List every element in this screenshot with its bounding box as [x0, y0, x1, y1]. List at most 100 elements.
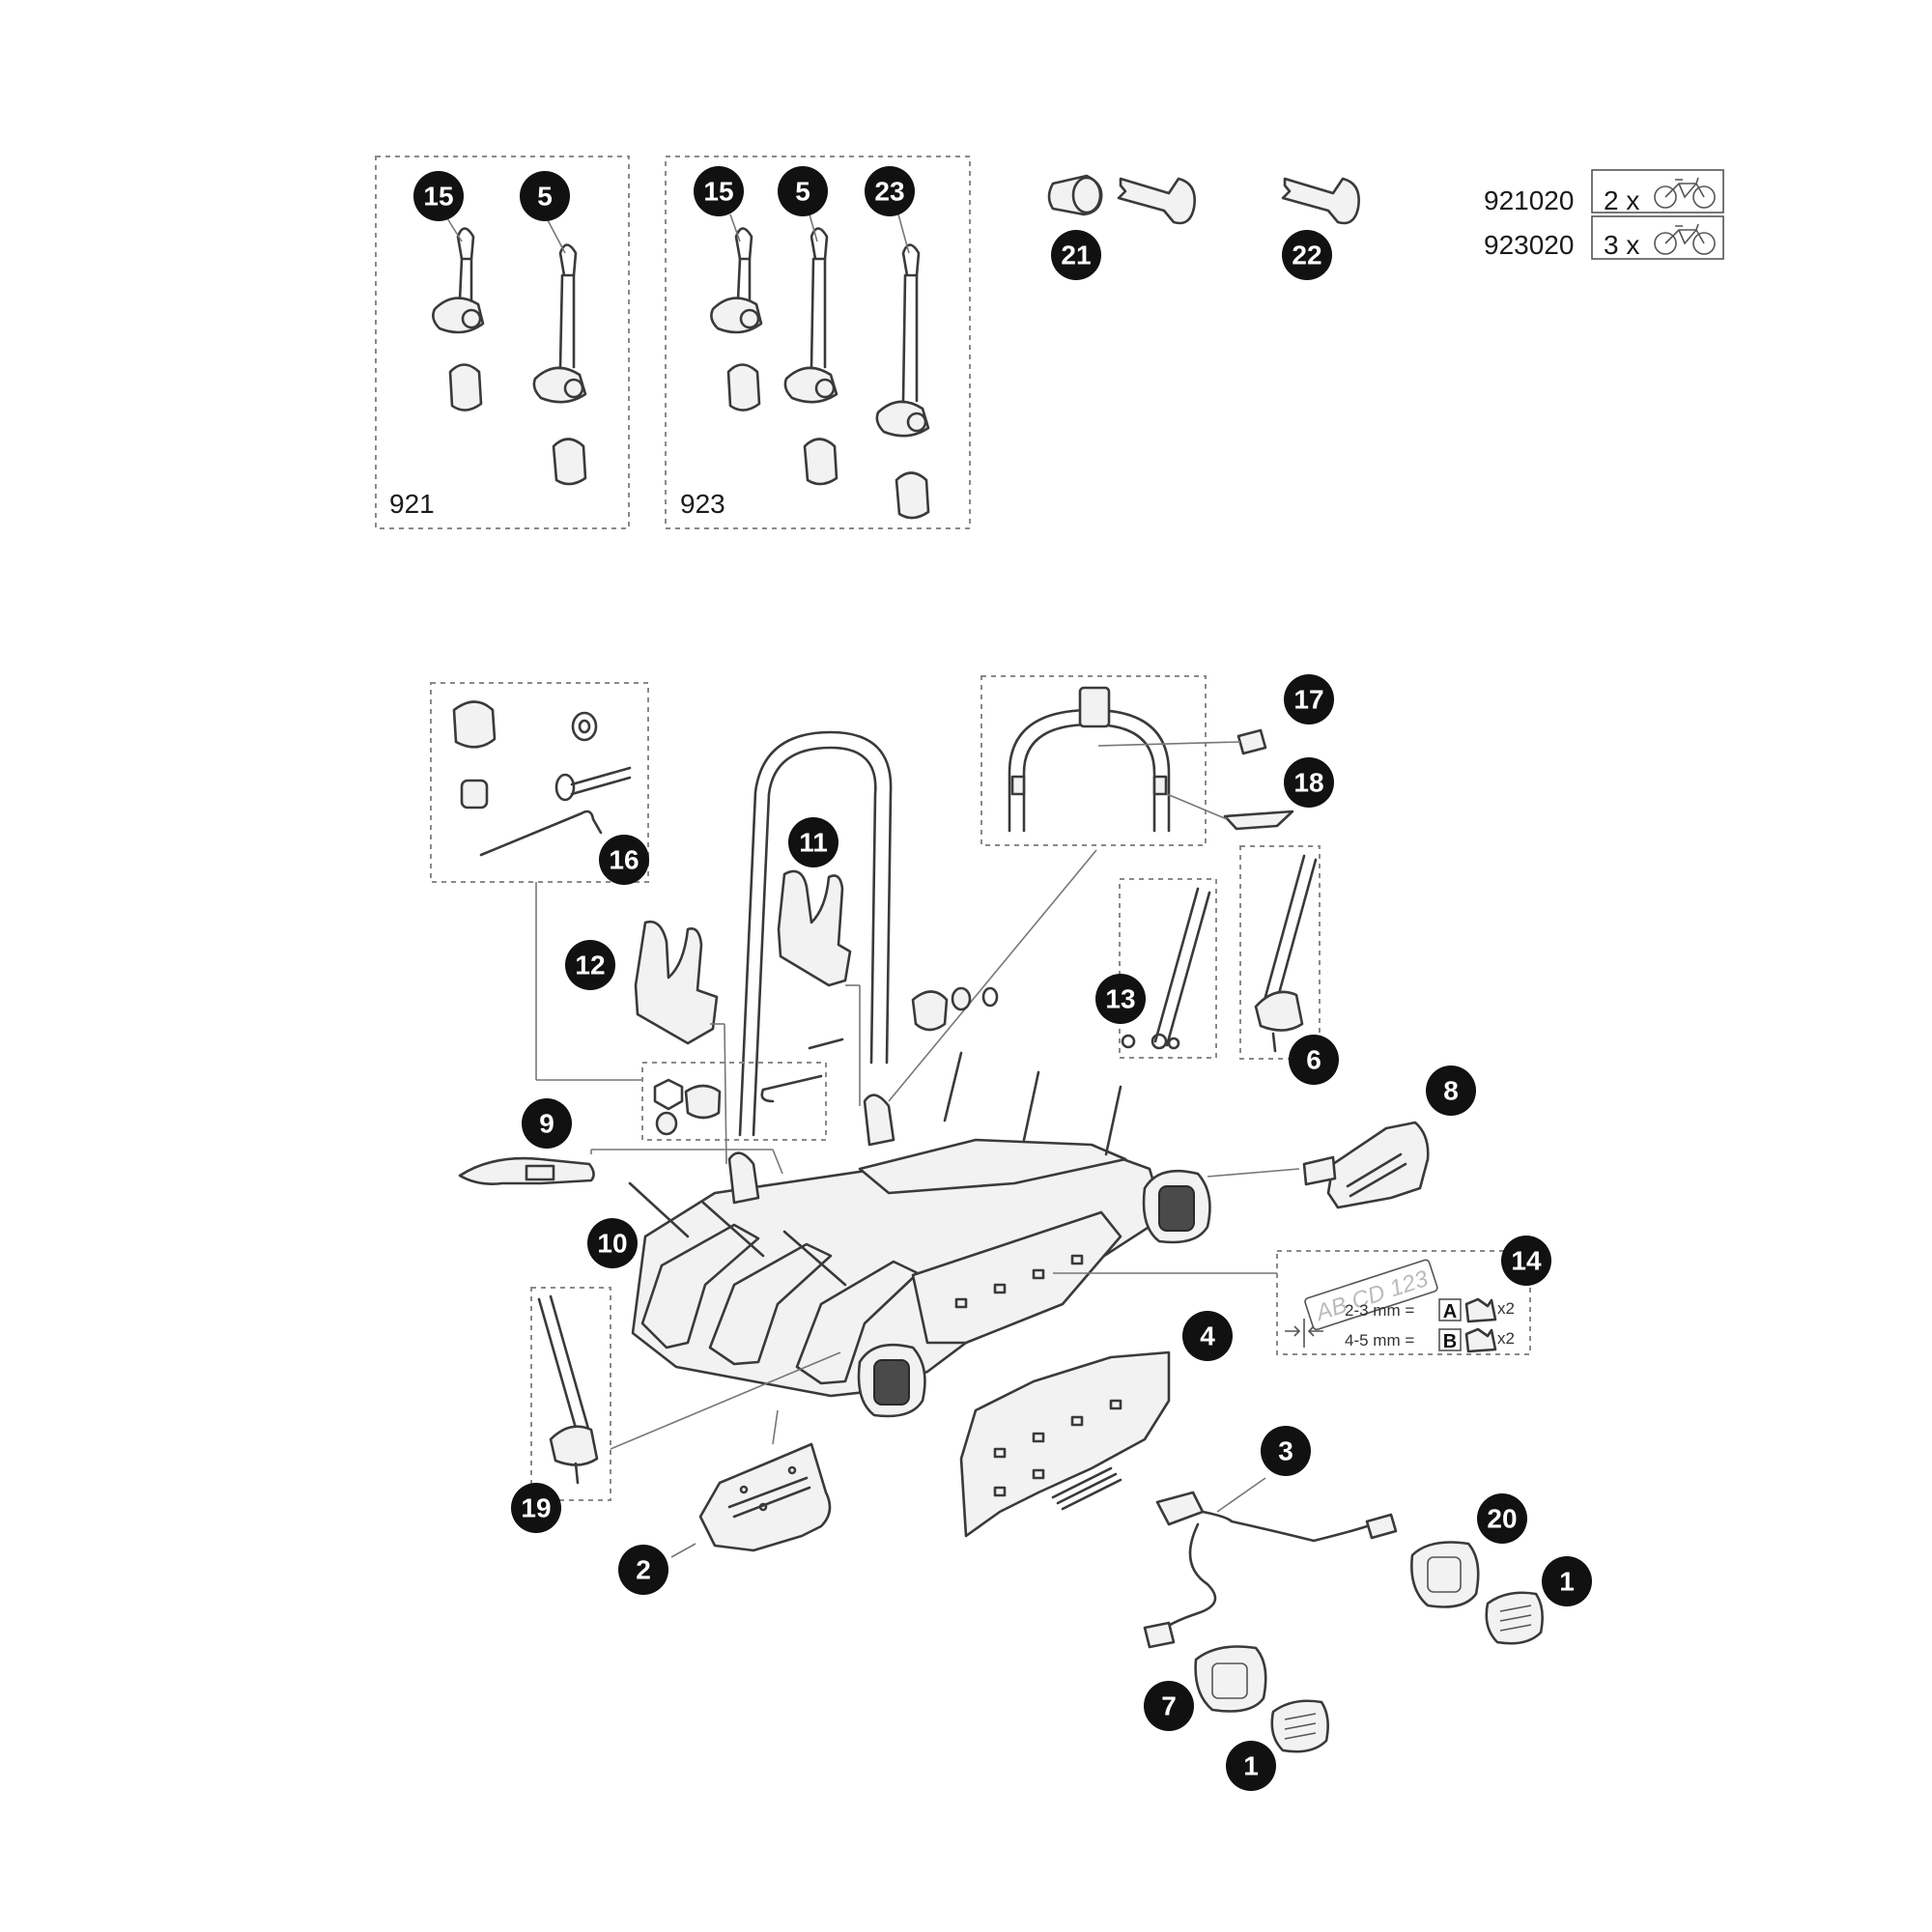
model-qty-2: 3 x — [1604, 230, 1639, 260]
svg-text:20: 20 — [1487, 1504, 1517, 1534]
frame-detail-frame — [980, 675, 1207, 846]
lock-cylinder-with-key — [1047, 174, 1196, 225]
option-a-range: 2-3 mm = — [1345, 1301, 1414, 1320]
svg-text:16: 16 — [609, 845, 639, 875]
option-a-mult: x2 — [1497, 1299, 1515, 1318]
callout-21: 21 — [1051, 230, 1101, 280]
callout-16: 16 — [599, 835, 649, 885]
svg-text:4: 4 — [1200, 1321, 1215, 1351]
callout-1: 1 — [1226, 1741, 1276, 1791]
callout-4: 4 — [1182, 1311, 1233, 1361]
clip-part — [458, 1149, 783, 1185]
callout-9: 9 — [522, 1098, 572, 1149]
svg-text:11: 11 — [799, 828, 828, 858]
callout-11: 11 — [788, 817, 838, 867]
svg-text:7: 7 — [1161, 1691, 1177, 1721]
callout-18: 18 — [1284, 757, 1334, 808]
base-cover-part — [670, 1409, 832, 1558]
rear-lamp-right — [1410, 1541, 1480, 1608]
callout-19: 19 — [511, 1483, 561, 1533]
callout-22: 22 — [1282, 230, 1332, 280]
callout-15: 15 — [694, 166, 744, 216]
svg-text:19: 19 — [521, 1493, 551, 1523]
svg-text:10: 10 — [597, 1229, 627, 1259]
callout-7: 7 — [1144, 1681, 1194, 1731]
svg-text:14: 14 — [1511, 1246, 1542, 1276]
callout-5: 5 — [520, 171, 570, 221]
model-cell-2 — [1591, 215, 1724, 260]
svg-text:3: 3 — [1278, 1436, 1293, 1466]
plate-holder-part — [959, 1350, 1171, 1538]
svg-text:21: 21 — [1061, 241, 1091, 270]
callout-2: 2 — [618, 1545, 668, 1595]
callout-3: 3 — [1261, 1426, 1311, 1476]
callout-12: 12 — [565, 940, 615, 990]
svg-text:23: 23 — [874, 177, 904, 207]
model-code-1: 921020 — [1484, 185, 1574, 215]
lamp-lens-right — [1485, 1591, 1544, 1645]
callout-10: 10 — [587, 1218, 638, 1268]
lamp-lens-left — [1270, 1699, 1329, 1753]
support-arm-19-frame — [530, 1287, 611, 1501]
bike-holder-short-part — [432, 227, 485, 412]
svg-text:2: 2 — [636, 1555, 651, 1585]
option-b-range: 4-5 mm = — [1345, 1331, 1414, 1350]
leader-15-kit921 — [446, 217, 463, 242]
spare-key — [1281, 177, 1360, 225]
svg-text:18: 18 — [1293, 768, 1323, 798]
svg-text:1: 1 — [1243, 1751, 1259, 1781]
svg-text:6: 6 — [1306, 1045, 1321, 1075]
support-arm-6 — [1239, 845, 1321, 1060]
rear-lamp-left — [1194, 1645, 1267, 1713]
svg-text:9: 9 — [539, 1109, 554, 1139]
kit-923-panel: 15 5 23 923 — [665, 156, 971, 529]
leader-23-kit923 — [897, 213, 910, 254]
callout-5: 5 — [778, 166, 828, 216]
option-b-letter: B — [1443, 1331, 1457, 1352]
callout-17: 17 — [1284, 674, 1334, 724]
hardware-kit — [430, 682, 649, 1081]
option-a-letter: A — [1443, 1301, 1457, 1322]
support-arm-19 — [530, 1287, 841, 1501]
svg-text:8: 8 — [1443, 1076, 1459, 1106]
bike-holder-longest-part — [875, 243, 930, 520]
callout-23: 23 — [865, 166, 915, 216]
svg-text:5: 5 — [795, 177, 810, 207]
model-cell-1 — [1591, 169, 1724, 213]
bike-holder-short-part — [710, 227, 763, 412]
bike-holder-medium-part — [783, 227, 838, 486]
model-table: 921020 2 x 923020 3 x — [1484, 169, 1724, 260]
svg-text:5: 5 — [537, 182, 553, 212]
leader-5-kit921 — [546, 217, 566, 254]
svg-text:13: 13 — [1105, 984, 1135, 1014]
thickness-arrows-icon — [1285, 1319, 1323, 1348]
frame-detail — [888, 675, 1294, 1102]
bike-rack-assembly — [628, 730, 1211, 1418]
callout-14: 14 — [1501, 1236, 1551, 1286]
bike-holder-long-part — [532, 243, 587, 486]
wiring-harness — [1143, 1477, 1398, 1649]
callout-13: 13 — [1095, 974, 1146, 1024]
option-b-mult: x2 — [1497, 1329, 1515, 1348]
callout-1: 1 — [1542, 1556, 1592, 1606]
svg-text:12: 12 — [575, 951, 605, 980]
support-arm-13-frame — [1119, 878, 1217, 1059]
license-plate-spacer-info: AB CD 123 2-3 mm = A x2 4-5 mm = B x2 — [1053, 1250, 1531, 1355]
svg-text:15: 15 — [703, 177, 733, 207]
svg-text:15: 15 — [423, 182, 453, 212]
svg-text:17: 17 — [1293, 685, 1323, 715]
kit-921-frame — [375, 156, 630, 529]
model-code-2: 923020 — [1484, 230, 1574, 260]
license-plate-frame — [1276, 1250, 1531, 1355]
bicycle-icon — [1654, 177, 1716, 209]
callout-8: 8 — [1426, 1065, 1476, 1116]
support-arm-6-frame — [1239, 845, 1321, 1060]
fixing-kit-frame — [641, 1062, 827, 1141]
leader-15-kit923 — [729, 213, 741, 242]
model-qty-1: 2 x — [1604, 185, 1639, 215]
kit-923-label: 923 — [680, 489, 725, 519]
kit-921-label: 921 — [389, 489, 435, 519]
leader-5-kit923 — [809, 213, 818, 242]
support-arm-13 — [1119, 878, 1217, 1059]
